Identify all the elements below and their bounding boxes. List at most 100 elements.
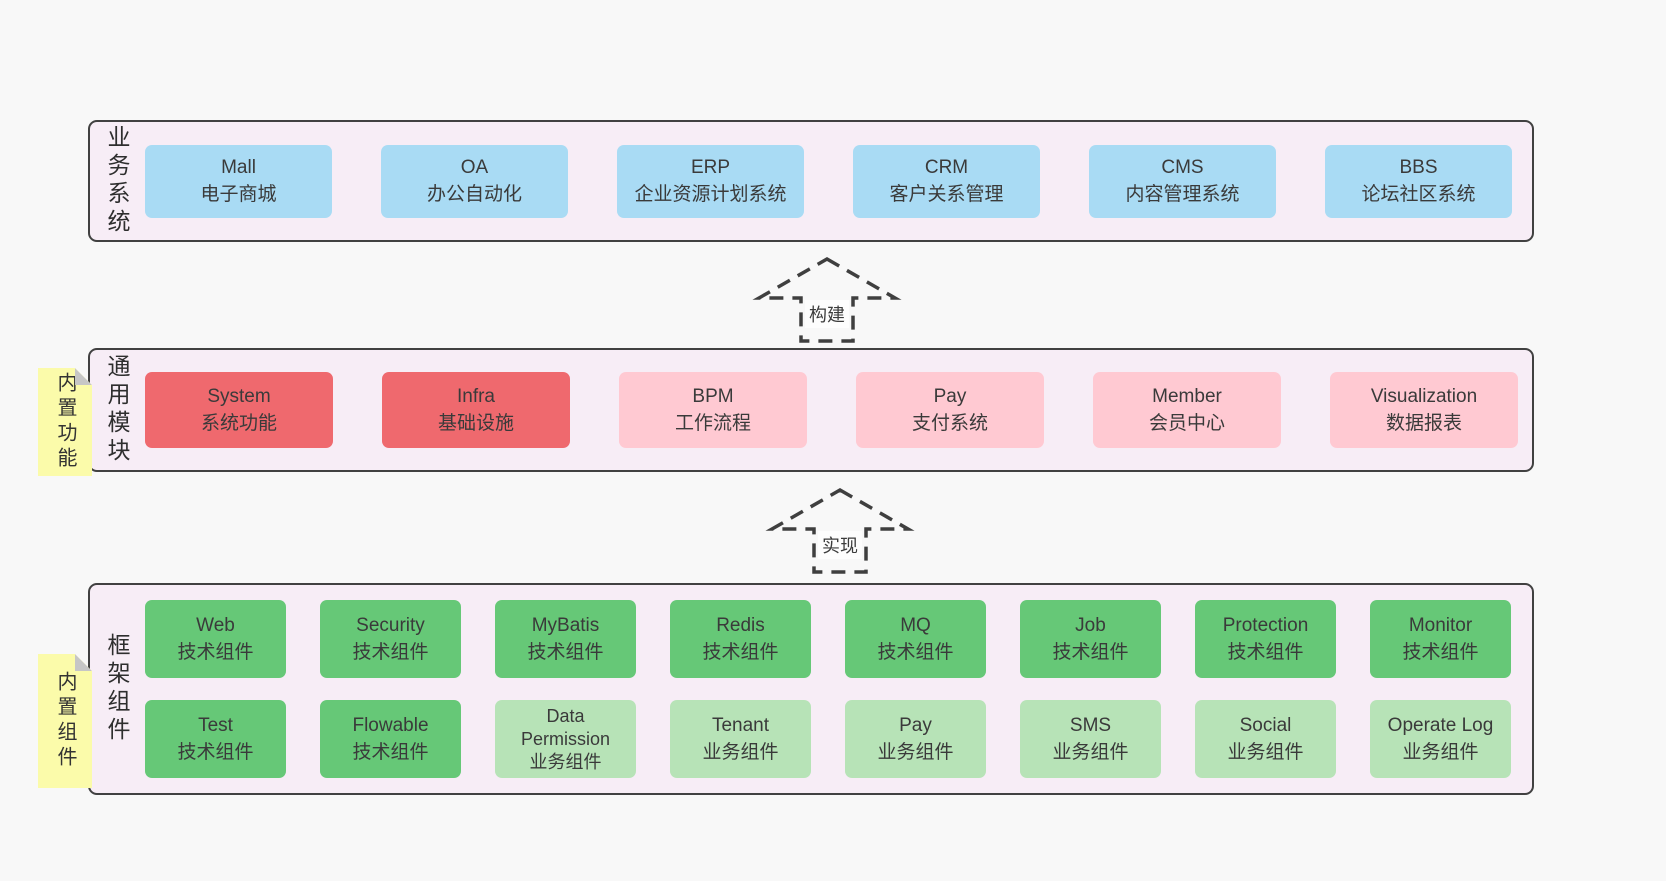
dashed-up-arrow-icon xyxy=(765,487,915,574)
module-desc: 技术组件 xyxy=(1402,642,1479,663)
module-name: Protection xyxy=(1222,615,1309,636)
module-desc: 技术组件 xyxy=(527,642,604,663)
box-erp: ERP 企业资源计划系统 xyxy=(617,144,804,218)
module-desc: 技术组件 xyxy=(177,742,254,763)
box-mybatis: MyBatis 技术组件 xyxy=(495,600,636,678)
module-name: Web xyxy=(196,615,235,636)
box-monitor: Monitor 技术组件 xyxy=(1370,600,1511,678)
module-desc: 电子商城 xyxy=(200,184,277,205)
box-protection: Protection 技术组件 xyxy=(1195,600,1336,678)
module-name: Visualization xyxy=(1370,386,1478,407)
module-desc: 技术组件 xyxy=(877,642,954,663)
module-name: Mall xyxy=(221,157,256,178)
module-name: SMS xyxy=(1069,715,1112,736)
box-oa: OA 办公自动化 xyxy=(381,144,568,218)
module-desc: 技术组件 xyxy=(352,642,429,663)
box-test: Test 技术组件 xyxy=(145,700,286,778)
module-name: CMS xyxy=(1161,157,1204,178)
module-desc: 业务组件 xyxy=(877,742,954,763)
module-name: Member xyxy=(1152,386,1222,407)
module-desc: 技术组件 xyxy=(177,642,254,663)
module-name: OA xyxy=(460,157,489,178)
box-operate-log: Operate Log 业务组件 xyxy=(1370,700,1511,778)
module-name: Redis xyxy=(716,615,765,636)
module-desc: Permission xyxy=(520,728,611,749)
module-desc: 基础设施 xyxy=(437,413,514,434)
module-name: Test xyxy=(198,715,233,736)
module-name: Security xyxy=(356,615,425,636)
module-desc: 技术组件 xyxy=(1052,642,1129,663)
module-desc: 会员中心 xyxy=(1148,413,1225,434)
box-visualization: Visualization 数据报表 xyxy=(1330,372,1518,448)
module-name: CRM xyxy=(924,157,969,178)
box-job: Job 技术组件 xyxy=(1020,600,1161,678)
module-name: BBS xyxy=(1399,157,1438,178)
box-web: Web 技术组件 xyxy=(145,600,286,678)
module-desc: 论坛社区系统 xyxy=(1361,184,1476,205)
module-name: ERP xyxy=(690,157,731,178)
sticky-note-label: 内置功能 xyxy=(54,372,76,472)
box-mall: Mall 电子商城 xyxy=(145,144,332,218)
module-name: Flowable xyxy=(352,715,429,736)
module-desc: 技术组件 xyxy=(352,742,429,763)
box-tenant: Tenant 业务组件 xyxy=(670,700,811,778)
module-desc: 技术组件 xyxy=(1227,642,1304,663)
module-name: Data xyxy=(546,705,585,726)
module-name: BPM xyxy=(692,386,734,407)
module-name: Pay xyxy=(899,715,932,736)
module-desc: 支付系统 xyxy=(911,413,988,434)
box-bbs: BBS 论坛社区系统 xyxy=(1325,144,1512,218)
module-name: Monitor xyxy=(1408,615,1473,636)
module-name: Job xyxy=(1075,615,1106,636)
module-name: Infra xyxy=(456,386,496,407)
module-name: Tenant xyxy=(711,715,770,736)
box-member: Member 会员中心 xyxy=(1093,372,1281,448)
module-desc: 业务组件 xyxy=(1052,742,1129,763)
module-desc: 内容管理系统 xyxy=(1125,184,1240,205)
module-name: Pay xyxy=(933,386,967,407)
box-infra: Infra 基础设施 xyxy=(382,372,570,448)
box-cms: CMS 内容管理系统 xyxy=(1089,144,1276,218)
arrow-label: 构建 xyxy=(805,300,849,328)
box-mq: MQ 技术组件 xyxy=(845,600,986,678)
dashed-up-arrow-icon xyxy=(752,256,902,343)
module-name: Operate Log xyxy=(1387,715,1494,736)
module-name: System xyxy=(207,386,271,407)
module-desc: 业务组件 xyxy=(1402,742,1479,763)
box-pay: Pay 业务组件 xyxy=(845,700,986,778)
module-desc: 技术组件 xyxy=(702,642,779,663)
module-name: MyBatis xyxy=(531,615,600,636)
module-desc: 办公自动化 xyxy=(426,184,522,205)
arrow-implement: 实现 xyxy=(765,487,915,575)
module-desc: 业务组件 xyxy=(1227,742,1304,763)
module-desc: 业务组件 xyxy=(529,751,602,772)
band-label: 业务系统 xyxy=(104,125,130,237)
box-flowable: Flowable 技术组件 xyxy=(320,700,461,778)
module-name: MQ xyxy=(900,615,931,636)
module-desc: 系统功能 xyxy=(200,413,277,434)
module-desc: 业务组件 xyxy=(702,742,779,763)
box-security: Security 技术组件 xyxy=(320,600,461,678)
box-sms: SMS 业务组件 xyxy=(1020,700,1161,778)
box-pay: Pay 支付系统 xyxy=(856,372,1044,448)
sticky-note-label: 内置组件 xyxy=(54,671,76,771)
module-desc: 数据报表 xyxy=(1385,413,1462,434)
box-system: System 系统功能 xyxy=(145,372,333,448)
module-desc: 企业资源计划系统 xyxy=(634,184,787,205)
band-label: 框架组件 xyxy=(104,633,130,745)
sticky-note-builtin-features: 内置功能 xyxy=(38,368,92,476)
box-redis: Redis 技术组件 xyxy=(670,600,811,678)
arrow-label: 实现 xyxy=(818,531,862,559)
